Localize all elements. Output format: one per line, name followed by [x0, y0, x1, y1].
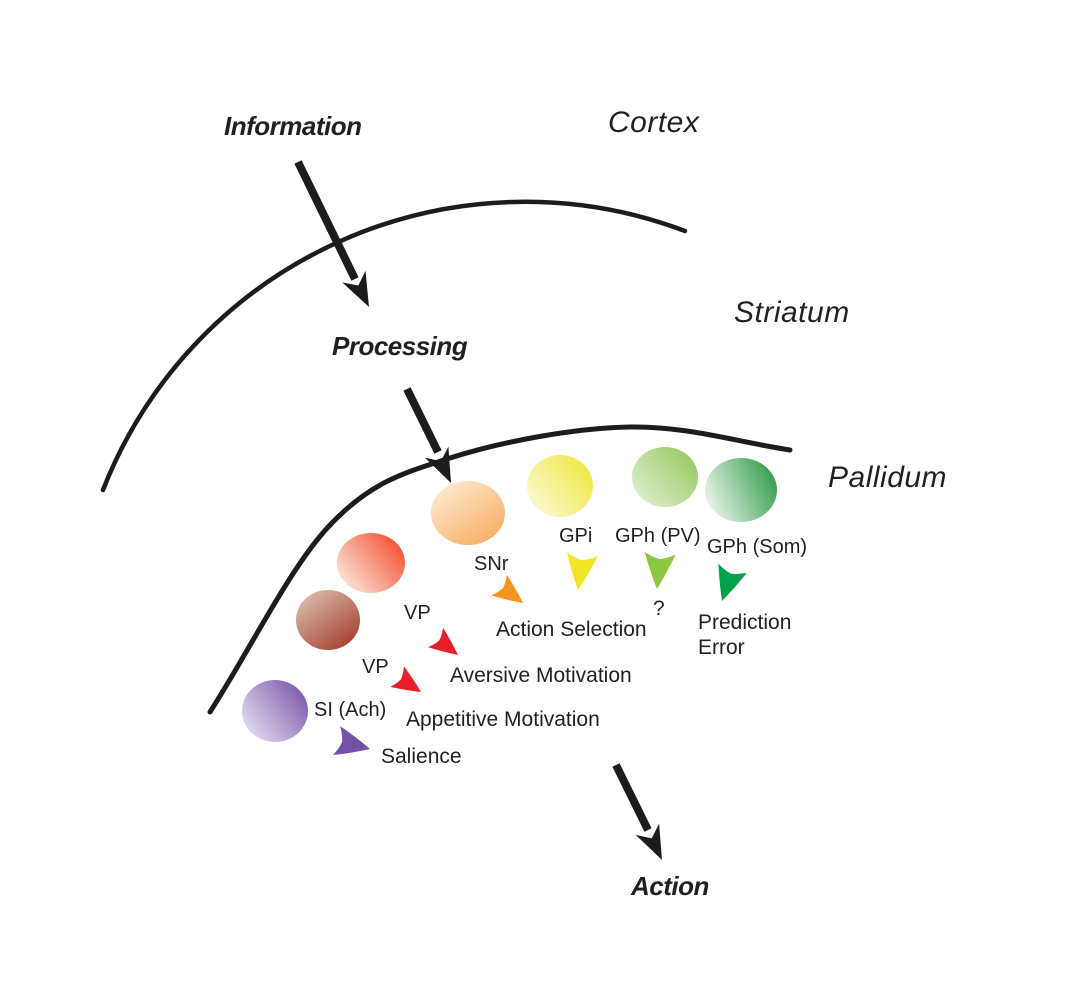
nucleus-label-vp-aversive: VP	[404, 602, 431, 624]
nucleus-circle-snr	[431, 481, 505, 545]
nucleus-label-gph-som: GPh (Som)	[707, 536, 808, 558]
projection-arrowhead-snr	[491, 574, 531, 614]
striatum-pallidum-boundary-arc	[207, 424, 793, 715]
nucleus-label-si-ach: SI (Ach)	[314, 699, 387, 721]
processing-arrow	[403, 387, 463, 489]
projection-arrowhead-gpi	[562, 552, 598, 592]
nucleus-circle-gph-pv	[632, 447, 698, 507]
projection-arrowhead-gph-som	[707, 563, 747, 606]
region-label-striatum: Striatum	[734, 296, 850, 329]
nucleus-circle-vp-aversive	[337, 533, 405, 593]
projection-arrowhead-vp-appetitive	[390, 666, 428, 703]
function-label-appetitive: Appetitive Motivation	[406, 708, 600, 731]
nucleus-circle-si-ach	[242, 680, 308, 742]
nucleus-label-snr: SNr	[474, 553, 509, 575]
nucleus-label-gpi: GPi	[559, 525, 593, 547]
processing-label: Processing	[332, 331, 468, 361]
projection-arrowhead-vp-aversive	[427, 627, 466, 665]
function-label-prediction-error: Prediction Error	[698, 611, 792, 659]
function-label-unknown: ?	[653, 597, 665, 620]
information-arrow	[294, 160, 381, 313]
function-label-aversive: Aversive Motivation	[450, 664, 632, 687]
nucleus-circle-gph-som	[705, 458, 777, 522]
information-label: Information	[224, 111, 362, 141]
action-label: Action	[631, 871, 709, 901]
nucleus-circle-gpi	[527, 455, 593, 517]
function-label-salience: Salience	[381, 745, 462, 768]
nucleus-label-vp-appetitive: VP	[362, 656, 389, 678]
projection-arrowhead-si-ach	[332, 726, 374, 764]
action-arrow	[612, 763, 674, 866]
region-label-cortex: Cortex	[608, 106, 700, 139]
nucleus-circle-vp-appetitive	[296, 590, 360, 650]
projection-arrowhead-gph-pv	[641, 551, 676, 591]
region-label-pallidum: Pallidum	[828, 461, 948, 494]
function-label-action-selection: Action Selection	[496, 618, 647, 641]
nucleus-label-gph-pv: GPh (PV)	[615, 525, 701, 547]
